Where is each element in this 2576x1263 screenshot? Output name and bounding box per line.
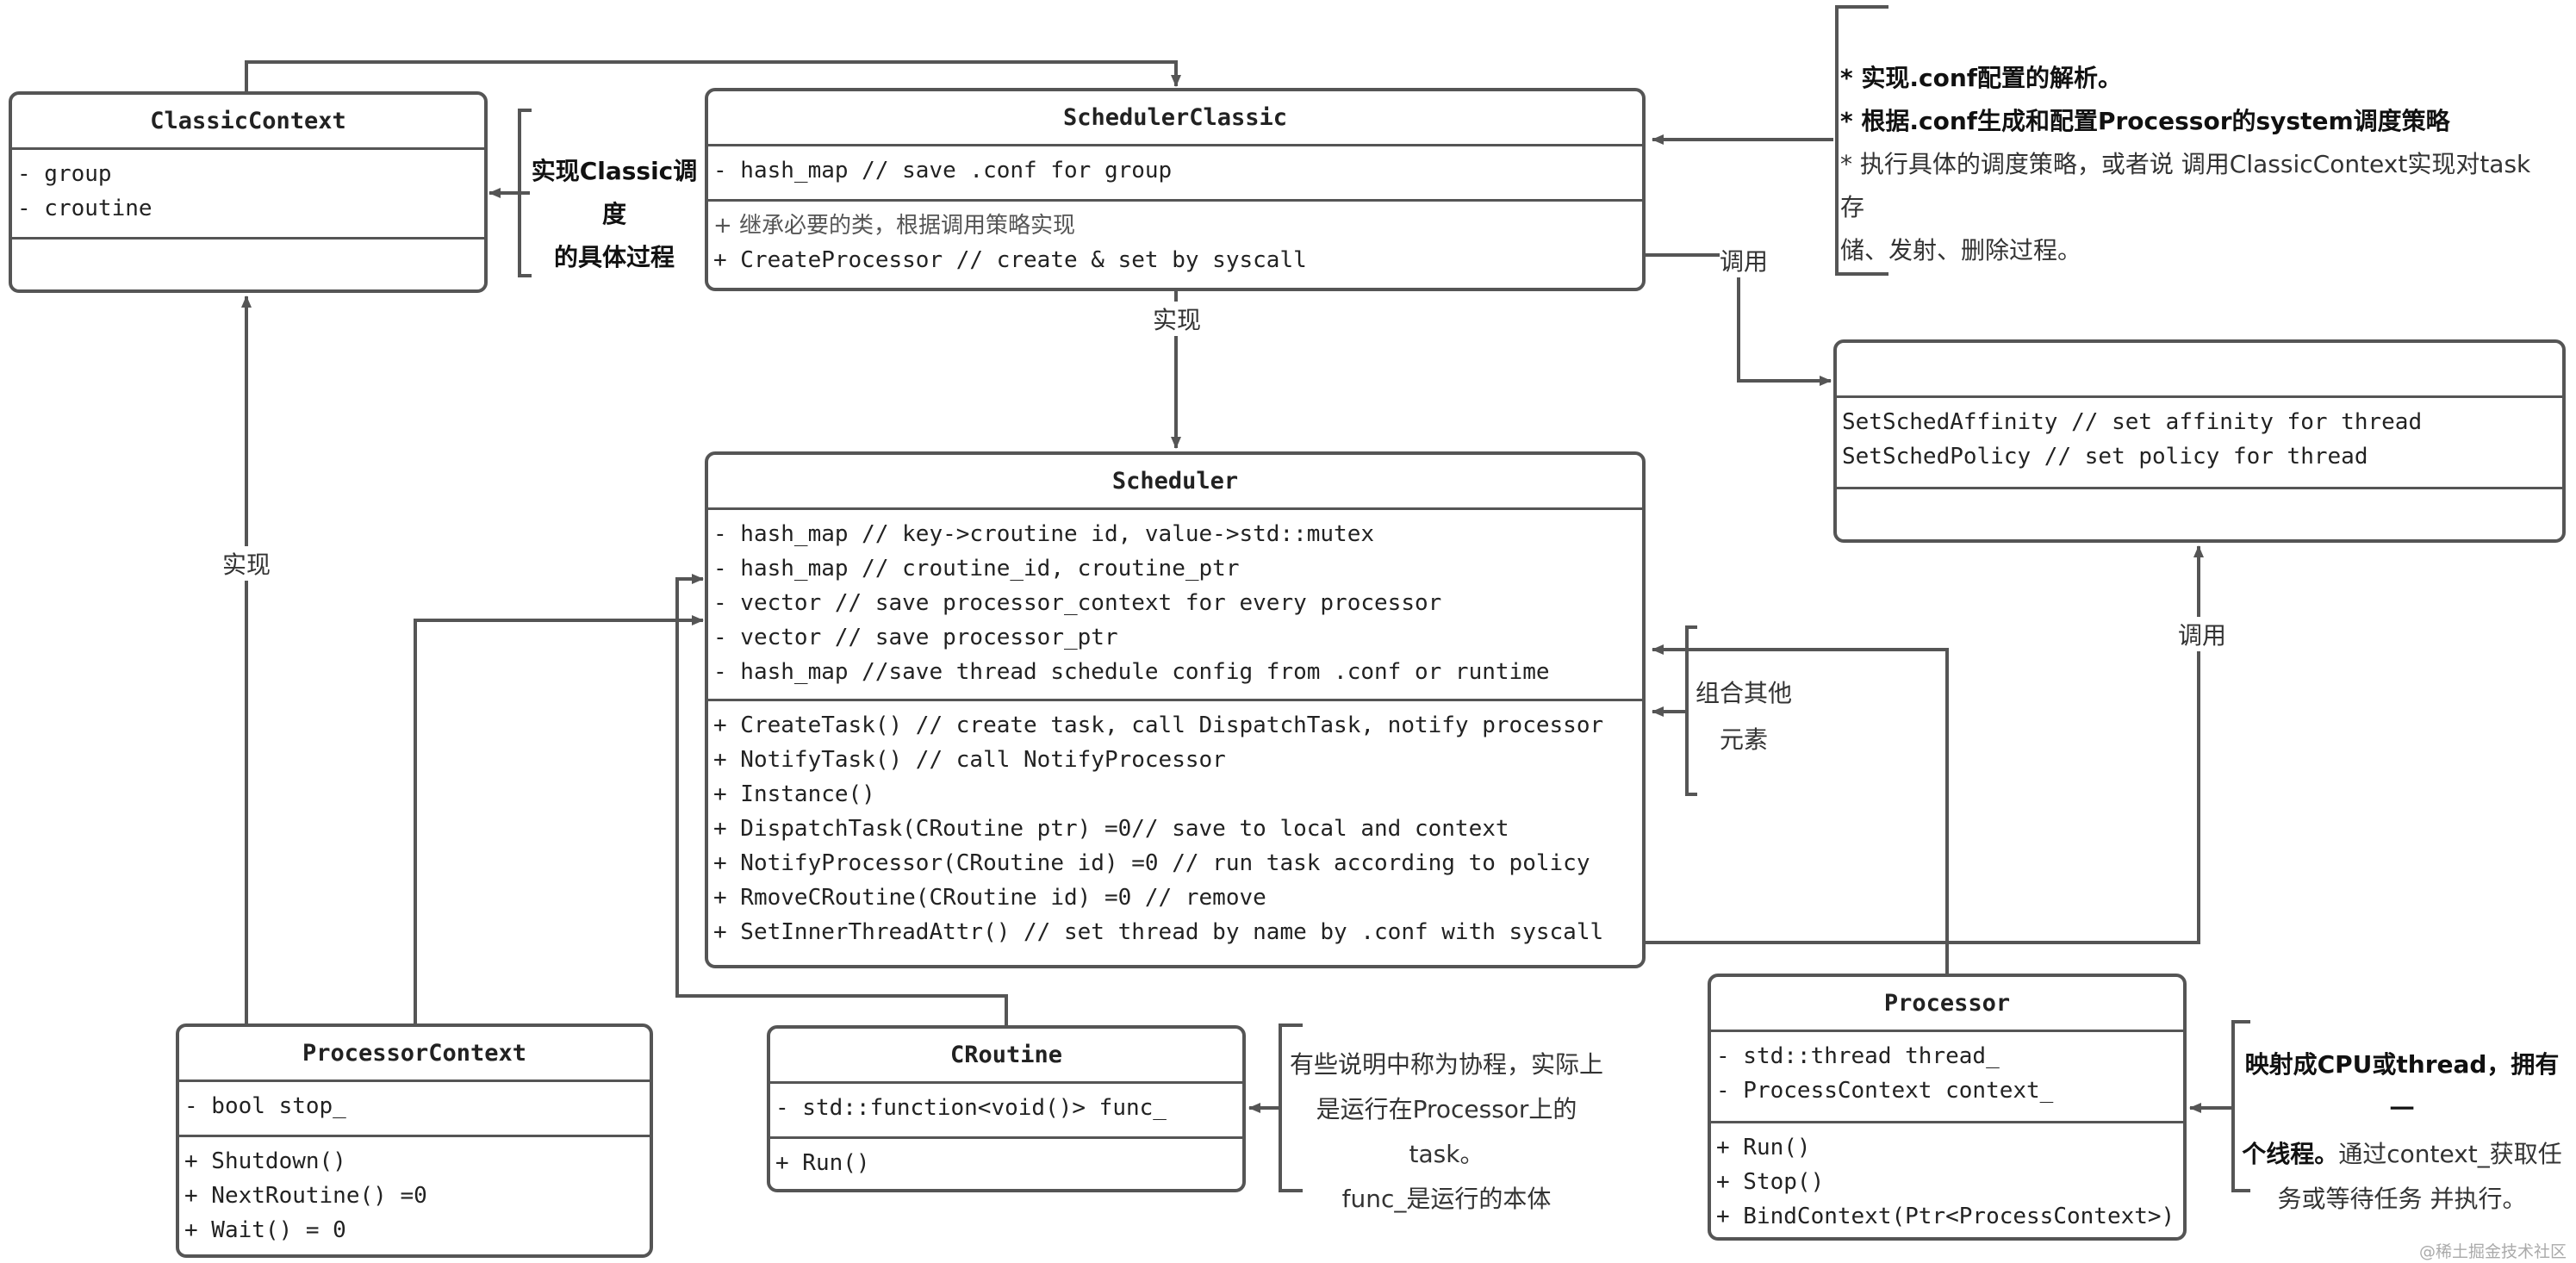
implement-label: 实现 — [1153, 302, 1202, 336]
syscall-box-title — [1837, 343, 2562, 398]
croutine-note: 有些说明中称为协程，实际上 是运行在Processor上的task。 func_… — [1287, 1042, 1606, 1222]
method-line: + Run() — [1716, 1135, 1811, 1160]
attr-line: - croutine — [17, 196, 152, 221]
processor-note-line: 通过context_获取任 — [2338, 1140, 2562, 1168]
note-line: * 实现.conf配置的解析。 — [1840, 64, 2122, 92]
attr-line: - hash_map //save thread schedule config… — [713, 659, 1550, 685]
note-line: * 执行具体的调度策略，或者说 调用ClassicContext实现对task存 — [1840, 150, 2531, 221]
classic-context-methods — [12, 240, 484, 288]
processor-to-scheduler-arrow — [1652, 644, 1949, 974]
croutine-box: CRoutine - std::function<void()> func_ +… — [767, 1025, 1246, 1192]
compose-note: 组合其他 元素 — [1692, 670, 1795, 763]
call-label: 调用 — [2178, 617, 2227, 651]
compose-note-line: 组合其他 — [1695, 679, 1792, 707]
note-line: * 根据.conf生成和配置Processor的system调度策略 — [1840, 107, 2450, 135]
attr-line: - std::thread thread_ — [1716, 1043, 2000, 1069]
method-line: + SetInnerThreadAttr() // set thread by … — [713, 919, 1604, 945]
syscall-box: SetSchedAffinity // set affinity for thr… — [1833, 339, 2566, 543]
scheduler-box: Scheduler - hash_map // key->croutine id… — [705, 451, 1646, 968]
method-line: + Stop() — [1716, 1169, 1825, 1195]
classic-impl-bracket — [518, 109, 532, 277]
classic-to-schedulerclassic-arrow — [245, 60, 1181, 91]
method-line: + Wait() = 0 — [184, 1217, 346, 1243]
processorcontext-to-scheduler-arrow — [414, 615, 704, 1023]
classic-impl-note-line: 的具体过程 — [553, 243, 675, 271]
method-line: + Instance() — [713, 781, 875, 807]
attr-line: - ProcessContext context_ — [1716, 1078, 2054, 1104]
processor-attrs: - std::thread thread_ - ProcessContext c… — [1711, 1032, 2183, 1123]
classic-context-box: ClassicContext - group - croutine — [9, 91, 488, 293]
syscall-box-attrs: SetSchedAffinity // set affinity for thr… — [1837, 398, 2562, 489]
attr-line: - hash_map // croutine_id, croutine_ptr — [713, 556, 1240, 582]
method-line: + RmoveCRoutine(CRoutine id) =0 // remov… — [713, 885, 1266, 911]
processor-context-box: ProcessorContext - bool stop_ + Shutdown… — [176, 1023, 653, 1258]
croutine-note-line: func_是运行的本体 — [1341, 1185, 1552, 1213]
scheduler-classic-methods: + 继承必要的类，根据调用策略实现 + CreateProcessor // c… — [708, 202, 1642, 288]
classic-context-attrs: - group - croutine — [12, 150, 484, 240]
attr-line: SetSchedAffinity // set affinity for thr… — [1842, 409, 2423, 435]
scheduler-classic-attrs: - hash_map // save .conf for group — [708, 146, 1642, 202]
croutine-note-line: 有些说明中称为协程，实际上 — [1289, 1050, 1603, 1079]
scheduler-classic-note-bracket — [1835, 5, 1888, 276]
croutine-to-scheduler-arrow — [675, 574, 1008, 1025]
syscall-box-methods — [1837, 489, 2562, 539]
method-line: + Shutdown() — [184, 1148, 346, 1174]
scheduler-classic-box: SchedulerClassic - hash_map // save .con… — [705, 88, 1646, 291]
scheduler-classic-note: * 实现.conf配置的解析。 * 根据.conf生成和配置Processor的… — [1840, 57, 2547, 272]
watermark: @稀土掘金技术社区 — [2419, 1242, 2567, 1261]
scheduler-classic-title: SchedulerClassic — [708, 91, 1642, 146]
method-line: + Run() — [775, 1150, 870, 1176]
method-line: + CreateTask() // create task, call Disp… — [713, 712, 1604, 738]
method-line: + CreateProcessor // create & set by sys… — [713, 247, 1307, 273]
scheduler-attrs: - hash_map // key->croutine id, value->s… — [708, 510, 1642, 701]
processor-note-bold: 映射成CPU或thread，拥有一 — [2244, 1050, 2560, 1123]
attr-line: - group — [17, 161, 112, 187]
classic-impl-note-line: 实现Classic调度 — [531, 157, 698, 228]
method-line: + NotifyProcessor(CRoutine id) =0 // run… — [713, 850, 1590, 876]
croutine-title: CRoutine — [770, 1029, 1242, 1084]
attr-line: - bool stop_ — [184, 1093, 346, 1119]
processor-context-title: ProcessorContext — [179, 1027, 650, 1082]
processor-context-attrs: - bool stop_ — [179, 1082, 650, 1137]
processor-note: 映射成CPU或thread，拥有一 个线程。通过context_获取任 务或等待… — [2238, 1042, 2566, 1222]
croutine-methods: + Run() — [770, 1139, 1242, 1189]
scheduler-title: Scheduler — [708, 455, 1642, 510]
attr-line: SetSchedPolicy // set policy for thread — [1842, 444, 2368, 470]
scheduler-to-syscall-arrow — [1646, 545, 2204, 944]
processor-context-methods: + Shutdown() + NextRoutine() =0 + Wait()… — [179, 1137, 650, 1254]
attr-line: - vector // save processor_context for e… — [713, 590, 1442, 616]
call-label: 调用 — [1720, 243, 1769, 277]
method-line: + NotifyTask() // call NotifyProcessor — [713, 747, 1226, 773]
attr-line: - vector // save processor_ptr — [713, 625, 1118, 650]
classic-context-title: ClassicContext — [12, 95, 484, 150]
croutine-note-line: 是运行在Processor上的task。 — [1316, 1095, 1577, 1168]
processor-note-line: 务或等待任务 并执行。 — [2277, 1185, 2527, 1213]
compose-note-line: 元素 — [1719, 725, 1768, 754]
processor-note-bold: 个线程。 — [2242, 1140, 2339, 1168]
processor-title: Processor — [1711, 977, 2183, 1032]
method-line: + 继承必要的类，根据调用策略实现 — [713, 213, 1076, 239]
method-line: + NextRoutine() =0 — [184, 1183, 427, 1209]
method-line: + DispatchTask(CRoutine ptr) =0// save t… — [713, 816, 1509, 842]
schedulerclassic-to-syscall-arrow — [1646, 253, 1832, 386]
attr-line: - hash_map // key->croutine id, value->s… — [713, 521, 1375, 547]
croutine-attrs: - std::function<void()> func_ — [770, 1084, 1242, 1139]
processor-methods: + Run() + Stop() + BindContext(Ptr<Proce… — [1711, 1123, 2183, 1237]
processor-box: Processor - std::thread thread_ - Proces… — [1708, 974, 2187, 1241]
classic-impl-note: 实现Classic调度 的具体过程 — [524, 150, 705, 279]
attr-line: - std::function<void()> func_ — [775, 1095, 1167, 1121]
attr-line: - hash_map // save .conf for group — [713, 158, 1173, 184]
implement-label: 实现 — [222, 546, 271, 581]
scheduler-methods: + CreateTask() // create task, call Disp… — [708, 701, 1642, 965]
note-line: 储、发射、删除过程。 — [1840, 236, 2082, 264]
method-line: + BindContext(Ptr<ProcessContext>) — [1716, 1204, 2175, 1229]
